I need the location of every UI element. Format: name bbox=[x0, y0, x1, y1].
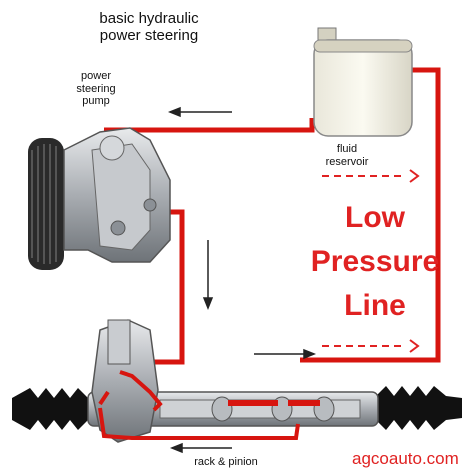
pump-to-rack-pressure-line bbox=[150, 209, 185, 365]
diagram-title: basic hydraulic power steering bbox=[99, 10, 199, 45]
flow-arrow-down bbox=[202, 240, 214, 311]
flow-arrow-left-bottom bbox=[169, 442, 232, 454]
dashed-arrow-lower bbox=[322, 339, 420, 353]
callout-line-3: Line bbox=[344, 289, 406, 322]
fluid-lines bbox=[104, 67, 441, 365]
rack-and-pinion-label: rack & pinion bbox=[194, 456, 258, 468]
power-steering-pump bbox=[28, 127, 171, 270]
flow-arrow-right bbox=[254, 348, 317, 360]
flow-arrow-to-pump bbox=[167, 106, 232, 118]
pump-label: power steering pump bbox=[76, 70, 116, 108]
flow-arrows bbox=[167, 106, 317, 454]
fluid-reservoir bbox=[313, 27, 413, 137]
reservoir-label: fluid reservoir bbox=[325, 143, 369, 168]
low-pressure-return-line bbox=[300, 67, 441, 363]
callout-line-2: Pressure bbox=[310, 245, 440, 278]
dashed-arrow-upper bbox=[322, 169, 420, 183]
rack-and-pinion bbox=[12, 319, 462, 443]
callout-line-1: Low bbox=[345, 201, 405, 234]
pump-to-reservoir-line bbox=[104, 118, 315, 133]
dashed-flow-arrows bbox=[322, 169, 420, 353]
low-pressure-line-callout: Low Pressure Line bbox=[300, 196, 450, 328]
watermark: agcoauto.com bbox=[352, 449, 459, 468]
